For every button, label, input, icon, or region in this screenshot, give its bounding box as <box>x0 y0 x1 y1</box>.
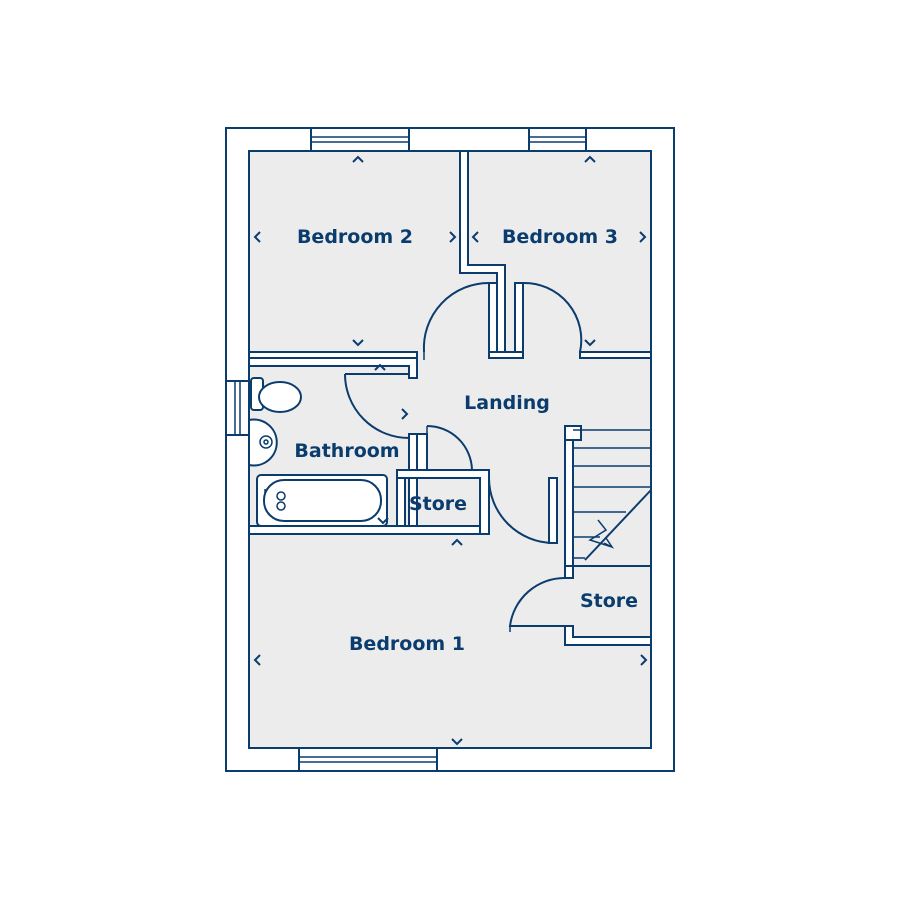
staircase <box>564 425 652 567</box>
door-store-1 <box>426 425 473 471</box>
label-bedroom-1: Bedroom 1 <box>349 633 465 655</box>
label-store-2: Store <box>580 590 638 612</box>
store-2-walls <box>564 565 652 646</box>
door-bathroom <box>344 373 410 439</box>
door-bedroom-3 <box>522 281 583 353</box>
interior-floor <box>248 150 652 749</box>
label-bedroom-3: Bedroom 3 <box>502 226 618 248</box>
wall-bathroom <box>248 357 490 535</box>
window-bathroom <box>225 380 250 436</box>
label-bedroom-2: Bedroom 2 <box>297 226 413 248</box>
dimension-markers <box>253 155 648 746</box>
store-1-walls <box>396 433 490 535</box>
sink-icon <box>248 418 278 467</box>
door-store-2 <box>508 576 566 627</box>
label-landing: Landing <box>464 392 550 414</box>
window-bedroom-2 <box>310 127 410 152</box>
label-bathroom: Bathroom <box>294 440 399 462</box>
window-bedroom-1 <box>298 747 438 772</box>
label-store-1: Store <box>409 493 467 515</box>
bathtub-icon <box>256 474 388 527</box>
window-bedroom-3 <box>528 127 587 152</box>
toilet-icon <box>250 377 302 413</box>
door-bedroom-1 <box>488 477 554 544</box>
door-bedroom-2 <box>422 281 490 353</box>
